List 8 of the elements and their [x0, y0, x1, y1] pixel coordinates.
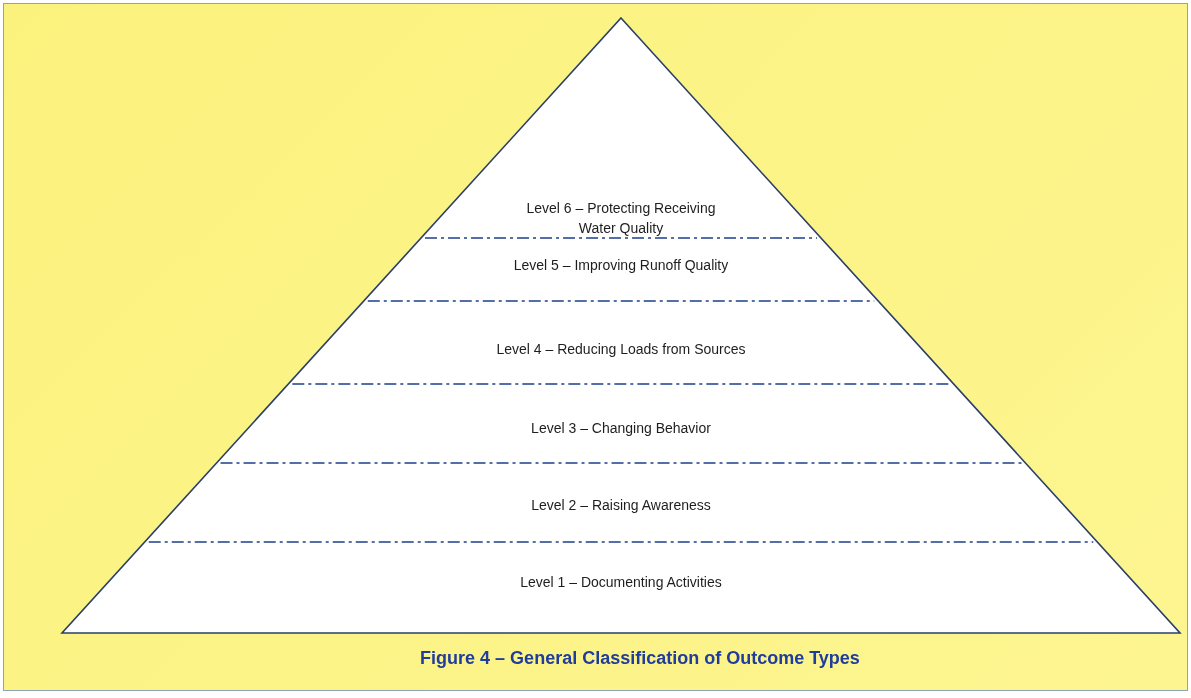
level-label: Level 2 – Raising Awareness — [421, 495, 821, 515]
level-label: Level 6 – Protecting Receiving Water Quality — [511, 198, 731, 238]
level-label: Level 4 – Reducing Loads from Sources — [421, 339, 821, 359]
level-label: Level 1 – Documenting Activities — [421, 572, 821, 592]
pyramid-outline — [62, 18, 1180, 633]
level-label: Level 3 – Changing Behavior — [421, 418, 821, 438]
level-label: Level 5 – Improving Runoff Quality — [421, 255, 821, 275]
figure-caption: Figure 4 – General Classification of Outcome Types — [419, 648, 861, 669]
